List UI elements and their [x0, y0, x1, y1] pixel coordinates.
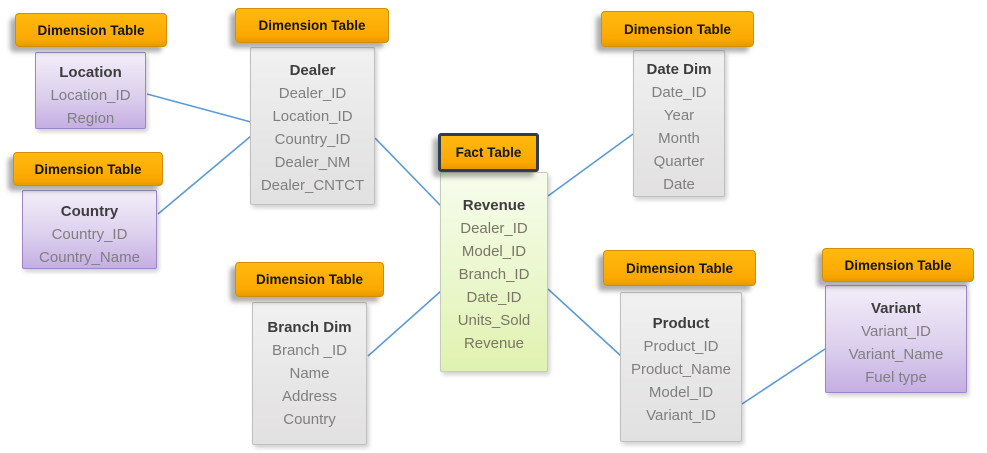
table-date-dim-field: Date — [663, 176, 695, 193]
table-revenue-field: Branch_ID — [458, 266, 530, 283]
table-country-field: Country_Name — [39, 249, 140, 266]
dimension-table-label-country: Dimension Table — [13, 152, 163, 186]
table-variant: Variant Variant_ID Variant_Name Fuel typ… — [825, 285, 967, 393]
connector-revenue-product — [547, 288, 622, 357]
table-revenue-field: Model_ID — [461, 243, 527, 260]
dimension-table-label-dealer: Dimension Table — [235, 8, 389, 43]
connector-branch-revenue — [367, 290, 442, 357]
table-date-dim-field: Year — [663, 107, 695, 124]
table-variant-field: Variant_Name — [848, 346, 944, 363]
table-dealer: Dealer Dealer_ID Location_ID Country_ID … — [250, 47, 375, 205]
table-revenue: Revenue Dealer_ID Model_ID Branch_ID Dat… — [440, 172, 548, 372]
table-dealer-field: Location_ID — [272, 108, 353, 125]
table-revenue-title: Revenue — [462, 197, 526, 214]
table-dealer-field: Dealer_CNTCT — [260, 177, 365, 194]
table-branch-dim-field: Branch _ID — [271, 342, 348, 359]
dimension-table-label-variant: Dimension Table — [822, 248, 974, 282]
table-location-field: Region — [66, 110, 115, 127]
table-product-title: Product — [652, 315, 710, 332]
table-dealer-title: Dealer — [289, 62, 336, 79]
dimension-table-label-datedim: Dimension Table — [601, 11, 754, 47]
table-date-dim: Date Dim Date_ID Year Month Quarter Date — [633, 50, 725, 197]
table-product-field: Variant_ID — [646, 407, 716, 424]
table-revenue-field: Units_Sold — [457, 312, 531, 329]
table-variant-title: Variant — [870, 300, 922, 317]
table-branch-dim-title: Branch Dim — [267, 319, 352, 336]
connector-product-variant — [741, 348, 826, 405]
table-dealer-field: Dealer_NM — [274, 154, 351, 171]
table-dealer-field: Country_ID — [274, 131, 351, 148]
table-variant-field: Fuel type — [865, 369, 927, 386]
table-revenue-field: Revenue — [463, 335, 525, 352]
table-product-field: Model_ID — [648, 384, 714, 401]
table-revenue-field: Date_ID — [466, 289, 522, 306]
table-country: Country Country_ID Country_Name — [22, 190, 157, 269]
table-product-field: Product_Name — [630, 361, 732, 378]
table-date-dim-title: Date Dim — [646, 61, 712, 78]
connector-location-dealer — [146, 93, 252, 123]
connector-dealer-revenue — [374, 137, 442, 207]
fact-table-label: Fact Table — [438, 133, 539, 172]
table-dealer-field: Dealer_ID — [278, 85, 347, 102]
dimension-table-label-location: Dimension Table — [15, 13, 167, 47]
table-date-dim-field: Month — [658, 130, 700, 147]
table-branch-dim: Branch Dim Branch _ID Name Address Count… — [252, 302, 367, 445]
table-date-dim-field: Date_ID — [651, 84, 707, 101]
connector-country-dealer — [157, 135, 252, 215]
table-location-field: Location_ID — [50, 87, 131, 104]
table-product-field: Product_ID — [643, 338, 719, 355]
table-product: Product Product_ID Product_Name Model_ID… — [620, 292, 742, 442]
table-country-field: Country_ID — [51, 226, 128, 243]
table-branch-dim-field: Address — [281, 388, 338, 405]
table-branch-dim-field: Name — [289, 365, 330, 382]
table-variant-field: Variant_ID — [861, 323, 931, 340]
dimension-table-label-product: Dimension Table — [603, 250, 756, 286]
table-revenue-field: Dealer_ID — [460, 220, 528, 237]
dimension-table-label-branch: Dimension Table — [235, 262, 384, 297]
connector-revenue-datedim — [547, 133, 634, 197]
table-location-title: Location — [59, 64, 122, 81]
table-branch-dim-field: Country — [283, 411, 336, 428]
table-date-dim-field: Quarter — [653, 153, 705, 170]
table-country-title: Country — [60, 203, 119, 220]
table-location: Location Location_ID Region — [35, 52, 146, 129]
